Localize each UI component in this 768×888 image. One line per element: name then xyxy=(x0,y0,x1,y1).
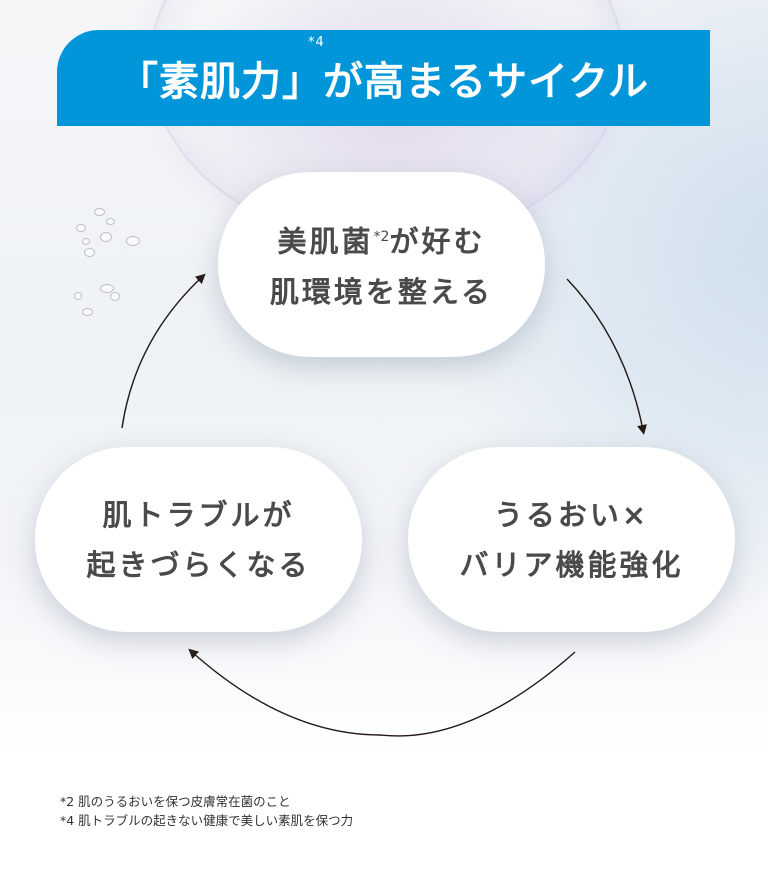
step-line-1: 肌トラブルが xyxy=(102,497,295,532)
title-footnote-marker: *4 xyxy=(308,35,325,50)
cycle-step-healthy-skin-environment: 美肌菌*2が好む 肌環境を整える xyxy=(218,172,545,357)
step-line-1: 美肌菌*2が好む xyxy=(278,212,486,267)
footnotes: *2 肌のうるおいを保つ皮膚常在菌のこと *4 肌トラブルの起きない健康で美しい… xyxy=(60,792,353,830)
footnote-marker: *2 xyxy=(373,229,390,246)
footnote-2: *2 肌のうるおいを保つ皮膚常在菌のこと xyxy=(60,794,291,809)
cycle-step-moisture-barrier: うるおい× バリア機能強化 xyxy=(408,447,735,632)
step-text: が好む xyxy=(389,224,486,259)
arrow-right-to-left xyxy=(188,648,576,737)
arrow-left-to-top xyxy=(121,273,206,429)
step-line-2: 肌環境を整える xyxy=(269,274,494,309)
cycle-step-fewer-skin-troubles: 肌トラブルが 起きづらくなる xyxy=(35,447,362,632)
step-text: 美肌菌 xyxy=(277,224,374,259)
step-line-2: バリア機能強化 xyxy=(459,547,684,582)
title-text: 「素肌力」が高まるサイクル xyxy=(118,59,649,105)
footnote-4: *4 肌トラブルの起きない健康で美しい素肌を保つ力 xyxy=(60,813,354,828)
step-line-1: うるおい× xyxy=(493,497,650,532)
step-line-2: 起きづらくなる xyxy=(86,547,311,582)
page-title: 「素肌力」が高まるサイクル *4 xyxy=(118,35,649,107)
water-droplets-decoration xyxy=(70,180,170,320)
title-banner: 「素肌力」が高まるサイクル *4 xyxy=(57,30,710,126)
arrow-top-to-right xyxy=(566,278,647,435)
